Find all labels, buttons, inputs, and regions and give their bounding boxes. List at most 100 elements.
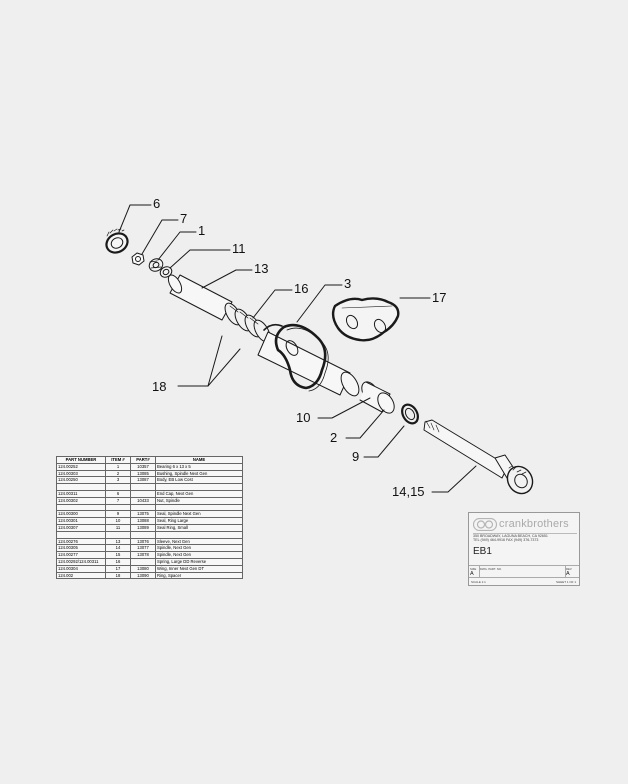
bom-cell-part: 13085 xyxy=(130,469,156,478)
bom-cell-part xyxy=(130,503,156,512)
title-block: crankbrothers 350 BROADWAY, LAGUNA BEACH… xyxy=(468,512,580,586)
part-inner-wing-17 xyxy=(331,297,400,342)
callout-16: 16 xyxy=(294,281,309,296)
bom-cell-item: 16 xyxy=(105,557,131,566)
bom-cell-name: Seal, Spindle Next Gen xyxy=(155,510,243,519)
bom-cell-name: Bearing 6 x 13 x 5 xyxy=(155,462,243,471)
title-block-row: SIZE A DWG. PART. NO. REV A xyxy=(469,565,579,578)
bom-cell-item: 15 xyxy=(105,551,131,559)
bom-cell-name xyxy=(155,503,243,512)
bom-cell-name: Spindle, Next Gen xyxy=(155,544,243,553)
callout-13: 13 xyxy=(254,261,269,276)
bom-cell-name: Wing, Inner Next Gen DT xyxy=(155,564,243,573)
bom-cell-part-number: 124.00303 xyxy=(56,469,106,478)
bom-cell-item xyxy=(105,530,131,539)
bom-cell-part: 13088 xyxy=(130,517,156,525)
brand-logo: crankbrothers xyxy=(473,517,577,534)
dwg-part-cell: DWG. PART. NO. xyxy=(479,566,566,578)
callout-10: 10 xyxy=(296,410,311,425)
bom-cell-part-number: 124.00277 xyxy=(56,551,106,559)
callout-14-15: 14,15 xyxy=(392,484,425,499)
part-spindle-14-15 xyxy=(423,419,534,495)
bom-cell-name: Body, EB Low Cost xyxy=(155,476,243,485)
bom-cell-name: Seal Ring, Small xyxy=(155,523,243,532)
bom-header-item: ITEM # xyxy=(105,456,131,464)
callout-18: 18 xyxy=(152,379,167,394)
bom-cell-part: 10357 xyxy=(130,462,156,471)
bom-cell-part: 13080 xyxy=(130,564,156,573)
bom-row xyxy=(56,483,243,491)
bom-cell-part xyxy=(130,483,156,491)
bom-cell-item: 14 xyxy=(105,544,131,553)
bom-cell-part: 13089 xyxy=(130,523,156,532)
bom-cell-part: 13075 xyxy=(130,510,156,519)
bom-row xyxy=(56,503,243,512)
bom-cell-part-number: 124.00302 xyxy=(56,496,106,505)
bom-cell-part: 13087 xyxy=(130,476,156,485)
part-seal-ring-large-10 xyxy=(359,381,395,414)
callout-17: 17 xyxy=(432,290,447,305)
part-seal-spindle-9 xyxy=(401,403,419,425)
bom-cell-item: 9 xyxy=(105,510,131,519)
bom-cell-item: 6 xyxy=(105,489,131,498)
callout-1: 1 xyxy=(198,223,206,238)
bom-cell-name xyxy=(155,483,243,491)
bom-cell-part: 13076 xyxy=(130,537,156,546)
part-spring-16 xyxy=(224,302,271,343)
bom-cell-part-number xyxy=(56,483,106,491)
bom-cell-part: 13090 xyxy=(130,571,156,580)
callout-6: 6 xyxy=(153,196,161,211)
bom-cell-item: 3 xyxy=(105,476,131,485)
bom-cell-name: End Cap, Next Gen xyxy=(155,489,243,498)
bom-cell-part-number xyxy=(56,530,106,539)
bom-cell-item: 10 xyxy=(105,517,131,525)
bom-cell-part-number: 124.00305 xyxy=(56,544,106,553)
bom-cell-part xyxy=(130,557,156,566)
company-address: 350 BROADWAY, LAGUNA BEACH, CA 92651 TEL… xyxy=(473,534,548,543)
scale-text: SCALE 1:1 xyxy=(471,580,486,584)
bom-cell-item: 18 xyxy=(105,571,131,580)
bom-cell-name: Bushing, Spindle Next Gen xyxy=(155,469,243,478)
bom-cell-part-number: 124.00250 xyxy=(56,476,106,485)
callout-11: 11 xyxy=(232,241,246,256)
bom-header-name: NAME xyxy=(155,456,243,464)
crankbrothers-logo-icon xyxy=(473,518,497,531)
address-line-2: TEL (949) 464-9916 FAX (949) 376-7373 xyxy=(473,538,539,543)
callout-3: 3 xyxy=(344,276,352,291)
part-bearing-1 xyxy=(148,258,164,272)
bom-cell-part-number: 124.00292/124.00311 xyxy=(56,557,106,566)
callout-2: 2 xyxy=(330,430,338,445)
part-sleeve-13 xyxy=(167,274,233,321)
bom-cell-item: 11 xyxy=(105,523,131,532)
bom-row xyxy=(56,530,243,539)
bom-header-row: PART NUMBER ITEM # PART# NAME xyxy=(56,456,243,464)
bom-cell-part xyxy=(130,489,156,498)
bom-cell-part-number: 124.00311 xyxy=(56,489,106,498)
bom-cell-part: 10433 xyxy=(130,496,156,505)
part-nut-7 xyxy=(131,252,145,266)
drawing-title: EB1 xyxy=(473,546,492,557)
bom-cell-item: 2 xyxy=(105,469,131,478)
bom-cell-part-number: 124.00304 xyxy=(56,564,106,573)
bom-cell-part: 13078 xyxy=(130,551,156,559)
bom-header-part-number: PART NUMBER xyxy=(56,456,106,464)
callout-7: 7 xyxy=(180,211,188,226)
bom-cell-part-number: 124.00252 xyxy=(56,462,106,471)
bom-cell-name xyxy=(155,530,243,539)
bom-cell-item xyxy=(105,503,131,512)
bom-cell-part: 13077 xyxy=(130,544,156,553)
rev-cell: REV A xyxy=(565,566,579,578)
